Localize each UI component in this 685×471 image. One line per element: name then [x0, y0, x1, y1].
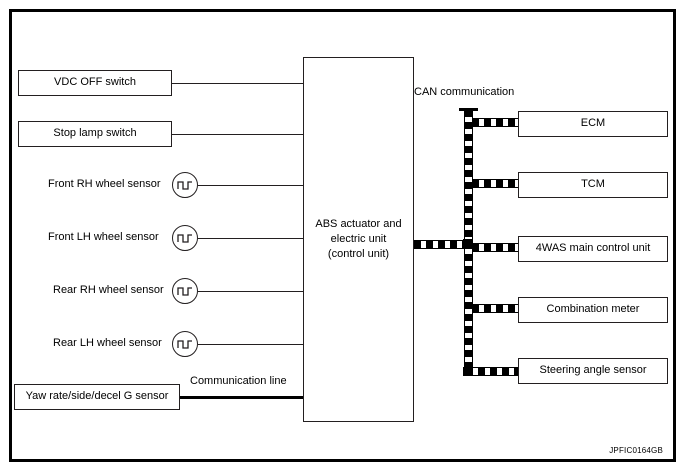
figure-id: JPFIC0164GB [609, 446, 663, 455]
can-node-4was-main-control-unit[interactable]: 4WAS main control unit [518, 236, 668, 262]
can-branch-4was-main-control-unit [472, 243, 520, 252]
wheel-sensor-icon [172, 331, 198, 357]
can-node-steering-angle-sensor[interactable]: Steering angle sensor [518, 358, 668, 384]
can-node-ecm[interactable]: ECM [518, 111, 668, 137]
wire-front-rh-wheel-sensor [198, 185, 303, 186]
wire-front-lh-wheel-sensor [198, 238, 303, 239]
can-bus-trunk [414, 240, 466, 249]
wire-rear-rh-wheel-sensor [198, 291, 303, 292]
wheel-sensor-icon [172, 225, 198, 251]
can-branch-ecm [472, 118, 520, 127]
communication-line-label: Communication line [190, 375, 287, 387]
can-node-label: Combination meter [546, 303, 640, 316]
can-branch-tcm [472, 179, 520, 188]
input-box-stop-lamp-switch[interactable]: Stop lamp switch [18, 121, 172, 147]
can-branch-combination-meter [472, 304, 520, 313]
input-label: VDC OFF switch [54, 76, 136, 89]
can-node-combination-meter[interactable]: Combination meter [518, 297, 668, 323]
diagram-border [9, 9, 676, 462]
can-node-label: Steering angle sensor [539, 364, 647, 377]
wire-vdc-off-switch [172, 83, 303, 84]
can-branch-steering-angle-sensor [466, 367, 520, 376]
input-label: Yaw rate/side/decel G sensor [25, 390, 169, 403]
input-label-front-lh-wheel-sensor: Front LH wheel sensor [48, 231, 159, 243]
can-bus-top-terminator [459, 108, 478, 111]
can-bus-junction [463, 239, 472, 248]
can-node-label: 4WAS main control unit [535, 242, 651, 255]
wheel-sensor-icon [172, 172, 198, 198]
input-label-front-rh-wheel-sensor: Front RH wheel sensor [48, 178, 161, 190]
can-communication-label: CAN communication [414, 86, 515, 98]
can-node-label: TCM [581, 178, 605, 191]
abs-unit-label: ABS actuator and electric unit (control … [315, 218, 402, 260]
input-box-yaw-rate-side-decel-g-sensor[interactable]: Yaw rate/side/decel G sensor [14, 384, 180, 410]
input-label: Stop lamp switch [53, 127, 137, 140]
can-node-tcm[interactable]: TCM [518, 172, 668, 198]
wire-rear-lh-wheel-sensor [198, 344, 303, 345]
abs-actuator-electric-unit[interactable]: ABS actuator and electric unit (control … [303, 57, 414, 422]
input-label-rear-rh-wheel-sensor: Rear RH wheel sensor [53, 284, 164, 296]
wire-stop-lamp-switch [172, 134, 303, 135]
communication-line-wire [180, 396, 303, 399]
can-node-label: ECM [580, 117, 606, 130]
input-label-rear-lh-wheel-sensor: Rear LH wheel sensor [53, 337, 162, 349]
wheel-sensor-icon [172, 278, 198, 304]
input-box-vdc-off-switch[interactable]: VDC OFF switch [18, 70, 172, 96]
